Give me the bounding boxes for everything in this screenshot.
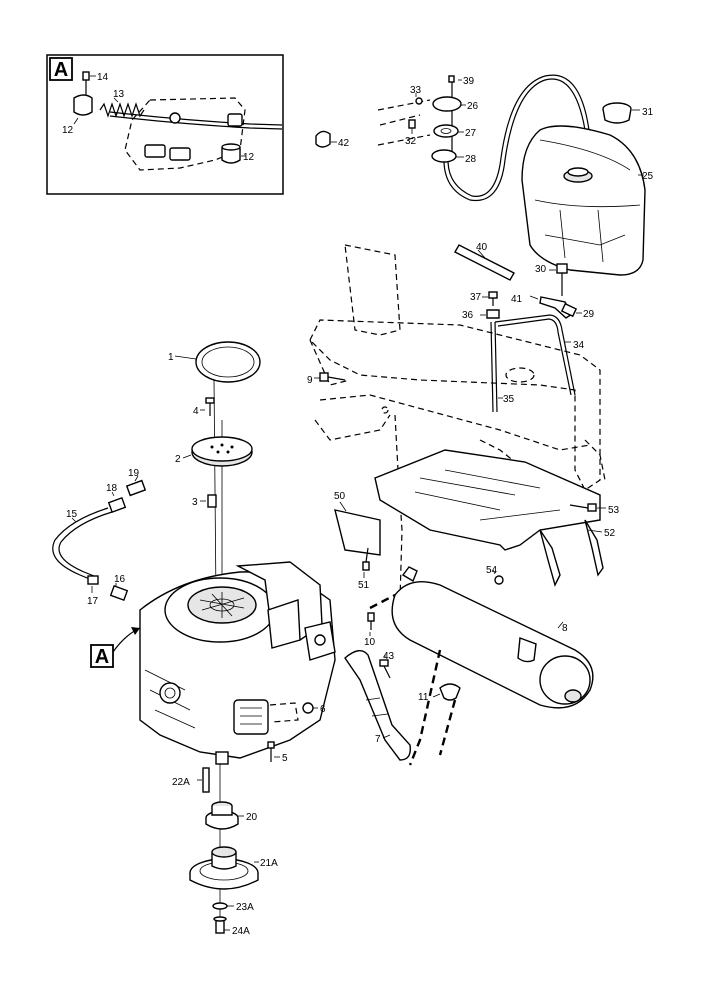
label-part-15: 15 [66, 509, 78, 520]
label-part-19: 19 [128, 468, 140, 479]
label-part-3: 3 [192, 497, 198, 508]
air-filter-stack: 1 4 2 3 [168, 341, 261, 601]
label-part-4: 4 [193, 406, 199, 417]
label-part-10: 10 [364, 637, 376, 648]
label-part-13: 13 [113, 89, 125, 100]
label-part-54: 54 [486, 565, 498, 576]
label-part-12: 12 [243, 152, 255, 163]
label-part-7: 7 [375, 734, 381, 745]
label-part-1: 1 [168, 352, 174, 363]
fuel-tank: 31 25 [521, 102, 654, 276]
clip-42: 42 [315, 130, 350, 149]
callout-a: A [90, 627, 141, 668]
label-part-29: 29 [583, 309, 595, 320]
pulley-stack: 22A 20 21A 23A 24A [172, 764, 278, 937]
label-part-32: 32 [405, 136, 417, 147]
muffler: 8 [391, 566, 594, 709]
exhaust-pipe: 7 10 43 11 [344, 593, 461, 766]
label-part-30: 30 [535, 264, 547, 275]
label-part-33: 33 [410, 85, 422, 96]
label-part-18: 18 [106, 483, 118, 494]
label-part-36: 36 [462, 310, 474, 321]
label-part-22a: 22A [172, 777, 190, 788]
label-part-42: 42 [338, 138, 350, 149]
label-part-16: 16 [114, 574, 126, 585]
label-part-41: 41 [511, 294, 523, 305]
label-part-2: 2 [175, 454, 181, 465]
label-part-25: 25 [642, 171, 654, 182]
label-part-34: 34 [573, 340, 585, 351]
label-part-14: 14 [97, 72, 109, 83]
label-part-11: 11 [418, 692, 429, 703]
label-part-27: 27 [465, 128, 477, 139]
inset-letter: A [54, 59, 68, 81]
label-part-31: 31 [642, 107, 654, 118]
label-part-23a: 23A [236, 902, 254, 913]
label-part-39: 39 [463, 76, 475, 87]
label-part-17: 17 [87, 596, 99, 607]
heat-shield: 50 53 52 51 54 [334, 449, 620, 591]
fuel-valve-group: 39 26 27 28 33 32 [377, 74, 590, 202]
engine-block: 6 5 [139, 561, 336, 765]
label-part-21a: 21A [260, 858, 278, 869]
fuel-fittings: 30 29 41 37 36 34 35 [462, 263, 595, 413]
inset-detail-a: A 14 13 12 12 [46, 54, 284, 195]
callout-letter: A [95, 646, 109, 668]
label-part-52: 52 [604, 528, 616, 539]
tube-40: 40 [454, 242, 515, 281]
label-part-51: 51 [358, 580, 370, 591]
label-part-8: 8 [562, 623, 568, 634]
label-part-53: 53 [608, 505, 620, 516]
frame-outline: 9 [307, 244, 606, 601]
label-part-6: 6 [320, 704, 326, 715]
fuel-hose-group: 19 18 15 16 17 [52, 468, 147, 607]
label-part-28: 28 [465, 154, 477, 165]
label-part-43: 43 [383, 651, 395, 662]
label-part-12: 12 [62, 125, 74, 136]
label-part-37: 37 [470, 292, 482, 303]
label-part-26: 26 [467, 101, 479, 112]
label-part-24a: 24A [232, 926, 250, 937]
label-part-40: 40 [476, 242, 488, 253]
label-part-9: 9 [307, 375, 313, 386]
label-part-50: 50 [334, 491, 346, 502]
label-part-35: 35 [503, 394, 515, 405]
label-part-5: 5 [282, 753, 288, 764]
label-part-20: 20 [246, 812, 258, 823]
